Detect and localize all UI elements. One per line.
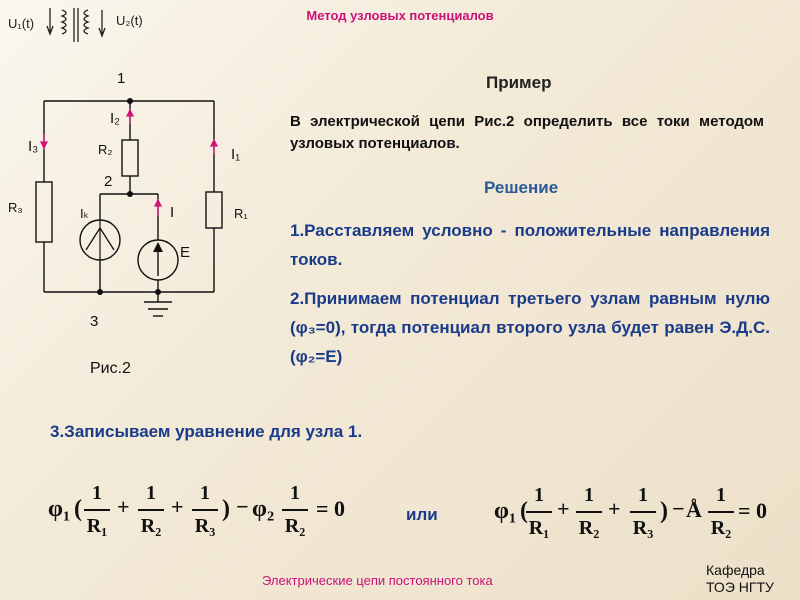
- circuit-diagram: [35, 98, 223, 317]
- figure-caption: Рис.2: [90, 360, 131, 377]
- eq1-fraction-bar-1: [84, 509, 110, 511]
- node-3-label: 3: [90, 313, 99, 330]
- eq2-fraction-bar-4: [708, 511, 734, 513]
- eq1-open-paren: (: [74, 496, 82, 522]
- node-1-label: 1: [117, 70, 126, 87]
- eq2-fraction-bar-2: [576, 511, 602, 513]
- resistor-r1: [205, 191, 223, 229]
- solution-heading: Решение: [484, 178, 559, 197]
- eq2-fraction-bar-1: [526, 511, 552, 513]
- eq2-close-paren: ): [660, 498, 668, 524]
- eq1-num-1: 1: [92, 482, 102, 504]
- r1-label: R₁: [234, 206, 248, 221]
- eq1-plus-2: +: [171, 494, 184, 519]
- i1-label: I₁: [231, 146, 241, 163]
- eq1-minus: −: [236, 494, 249, 519]
- eq1-den-r2b: R₂: [284, 515, 306, 537]
- e-label: E: [180, 244, 191, 261]
- eq2-den-r2: R₂: [578, 517, 600, 539]
- slide-title: Метод узловых потенциалов: [306, 8, 494, 23]
- eq1-den-r3: R₃: [194, 515, 216, 537]
- eq2-open-paren: (: [520, 498, 528, 524]
- node-2-label: 2: [104, 173, 113, 190]
- eq2-plus-1: +: [557, 496, 570, 521]
- step-2: 2.Принимаем потенциал третьего узлам рав…: [290, 289, 770, 366]
- r2-label: R₂: [98, 142, 113, 157]
- ik-label: Iₖ: [80, 206, 90, 221]
- resistor-r2: [121, 139, 139, 177]
- eq2-minus: −: [672, 496, 685, 521]
- emf-source-symbol: [137, 239, 179, 281]
- eq2-num-3: 1: [638, 484, 648, 506]
- department-line-1: Кафедра: [706, 562, 765, 578]
- i3-label: I₃: [28, 138, 39, 155]
- eq2-phi1: φ₁: [494, 498, 517, 524]
- example-heading: Пример: [486, 73, 552, 92]
- resistor-r3: [35, 181, 53, 243]
- eq2-den-r2b: R₂: [710, 517, 732, 539]
- eq1-plus-1: +: [117, 494, 130, 519]
- eq1-num-3: 1: [200, 482, 210, 504]
- footer-text: Электрические цепи постоянного тока: [262, 573, 493, 588]
- eq1-fraction-bar-2: [138, 509, 164, 511]
- eq1-equals-zero: = 0: [316, 496, 346, 521]
- eq2-den-r1: R₁: [528, 517, 550, 539]
- department-block: Кафедра ТОЭ НГТУ: [706, 562, 774, 596]
- step-1: 1.Расставляем условно - положительные на…: [290, 221, 770, 269]
- eq1-num-2: 1: [146, 482, 156, 504]
- eq1-num-4: 1: [290, 482, 300, 504]
- eq2-num-2: 1: [584, 484, 594, 506]
- eq1-den-r1: R₁: [86, 515, 108, 537]
- i2-label: I₂: [110, 110, 120, 127]
- eq1-phi2: φ₂: [252, 496, 275, 522]
- u1-label: U₁(t): [8, 16, 35, 31]
- eq1-close-paren: ): [222, 496, 230, 522]
- eq2-plus-2: +: [608, 496, 621, 521]
- current-source-symbol: [79, 219, 121, 261]
- i-label: I: [170, 204, 175, 221]
- eq2-num-1: 1: [534, 484, 544, 506]
- task-text: В электрической цепи Рис.2 определить вс…: [290, 113, 764, 152]
- eq2-fraction-bar-3: [630, 511, 656, 513]
- transformer-icon: [46, 8, 106, 42]
- department-line-2: ТОЭ НГТУ: [706, 579, 774, 595]
- eq2-den-r3: R₃: [632, 517, 654, 539]
- eq1-phi1: φ₁: [48, 496, 71, 522]
- or-word: или: [406, 505, 438, 524]
- eq1-fraction-bar-3: [192, 509, 218, 511]
- r3-label: R₃: [8, 200, 23, 215]
- u2-label: U₂(t): [116, 13, 143, 28]
- eq2-equals-zero: = 0: [738, 498, 768, 523]
- eq2-alt-operator: Å: [686, 497, 702, 522]
- eq1-fraction-bar-4: [282, 509, 308, 511]
- eq1-den-r2: R₂: [140, 515, 162, 537]
- eq2-num-4: 1: [716, 484, 726, 506]
- step-3: 3.Записываем уравнение для узла 1.: [50, 422, 363, 441]
